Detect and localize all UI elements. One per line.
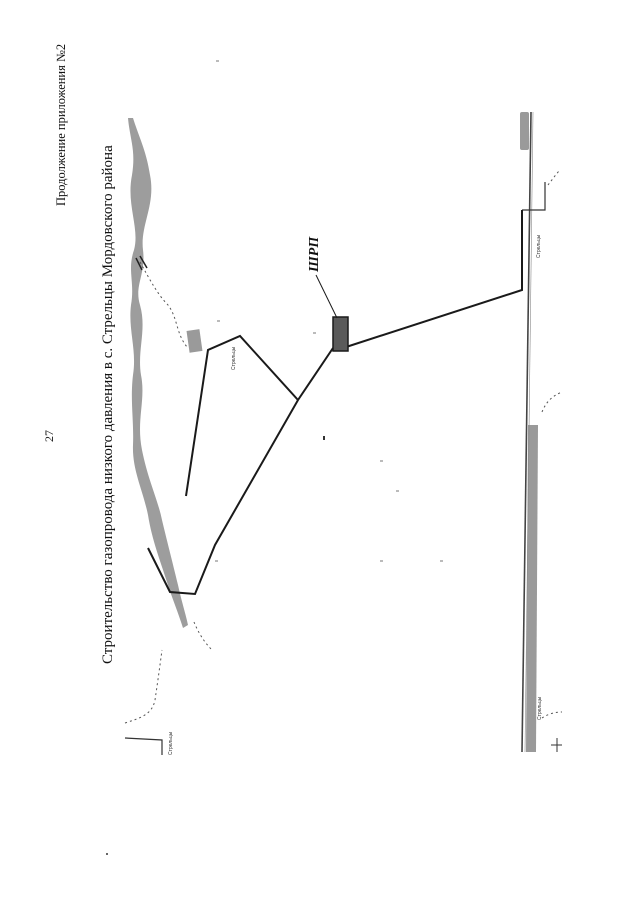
pipeline-diagonal <box>147 347 334 596</box>
street-label-1: Стрельцы <box>231 346 237 370</box>
main-road-line <box>521 111 532 753</box>
station-label: ШРП <box>307 236 322 273</box>
street-label-4: Стрельцы <box>168 731 174 755</box>
marker-dot <box>323 436 325 440</box>
building <box>186 329 203 353</box>
pipeline-main <box>342 210 523 349</box>
road-stub-top <box>522 182 546 211</box>
road-stub-bottom <box>551 738 562 752</box>
pipeline-branch <box>185 334 299 497</box>
dotted-road-right-mid <box>541 391 563 413</box>
grp-station <box>332 316 349 352</box>
dotted-road-lower-left <box>124 649 163 724</box>
river <box>128 118 188 628</box>
dotted-road-right-top <box>547 169 561 186</box>
main-road-line-2 <box>524 111 534 753</box>
road-corner-left <box>124 737 163 755</box>
gas-pipeline <box>147 210 523 596</box>
street-label-3: Стрельцы <box>537 696 543 720</box>
bridge-mark <box>135 255 148 271</box>
dotted-road-lower-curve <box>193 621 213 651</box>
roadside-band-top <box>520 112 529 150</box>
dotted-road-right-bottom <box>541 711 563 719</box>
dotted-road-upper <box>139 261 189 349</box>
field-marks <box>106 60 443 855</box>
station-leader-line <box>315 274 338 319</box>
roadside-band-main <box>526 425 538 752</box>
street-label-2: Стрельцы <box>536 234 542 258</box>
